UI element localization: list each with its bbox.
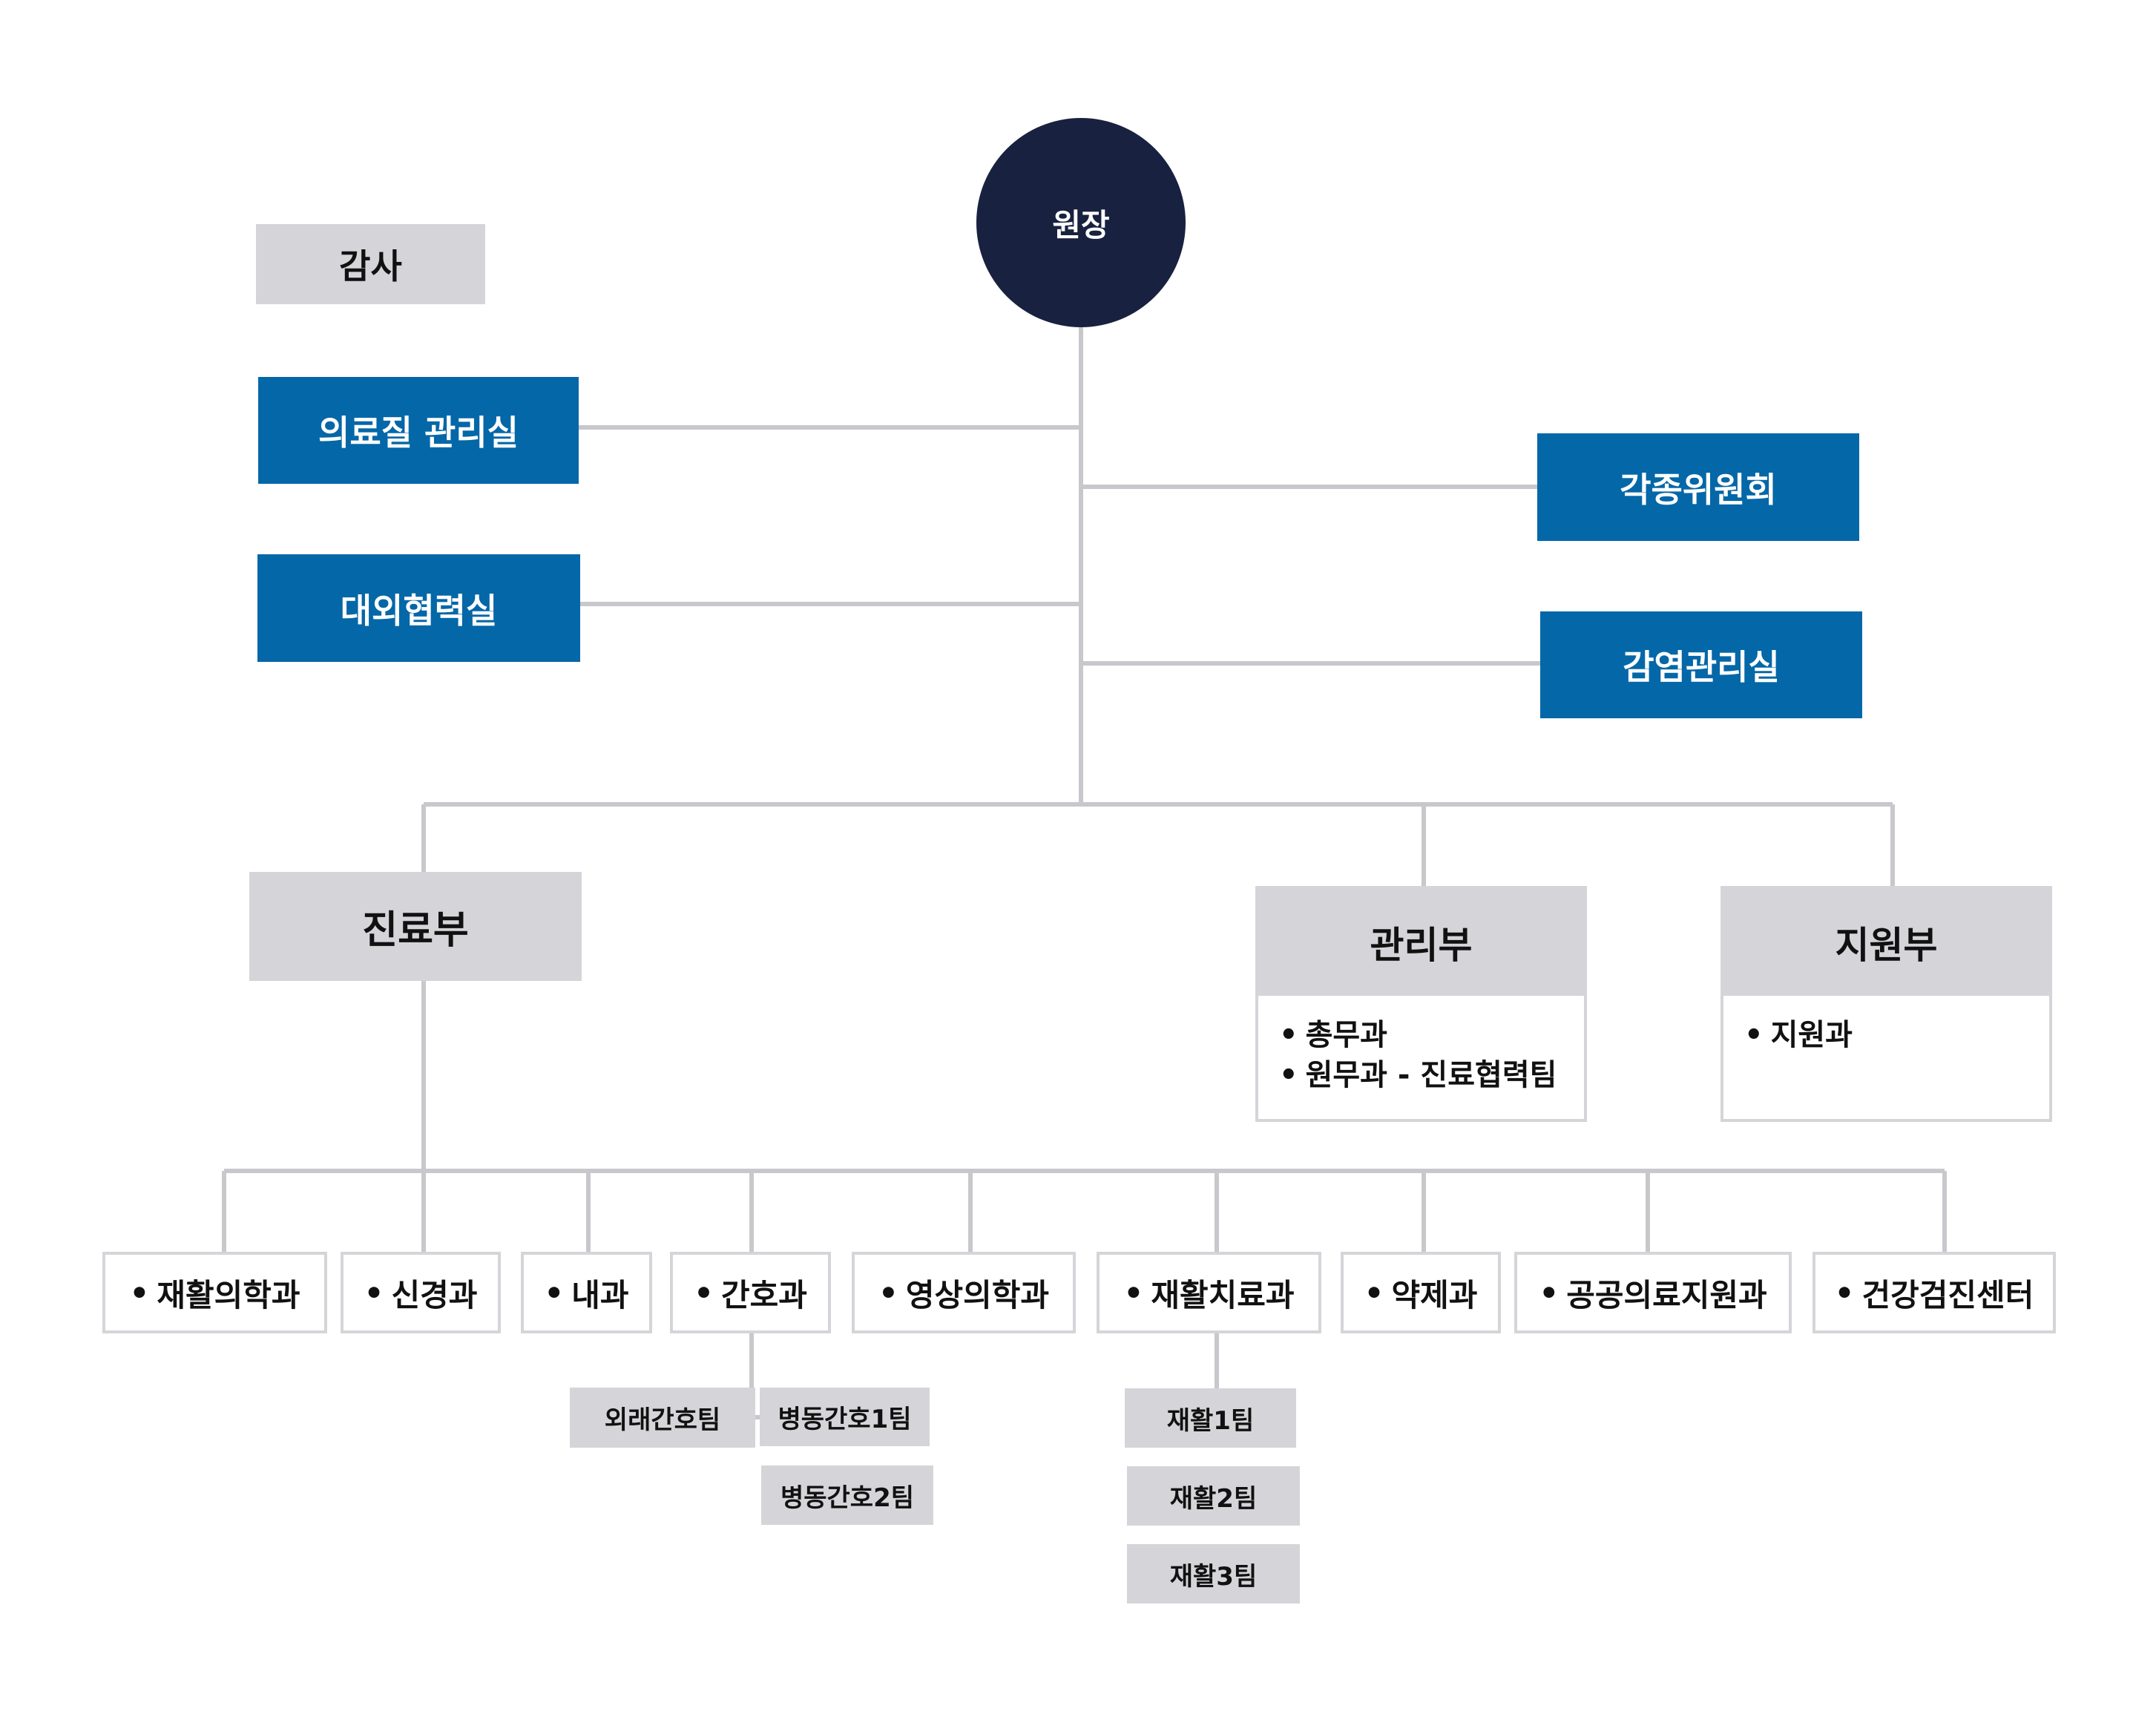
audit-box: 감사 <box>256 224 485 304</box>
medical-dept-title: 진료부 <box>362 908 469 953</box>
unit-health-screening: •건강검진센터 <box>1812 1252 2056 1333</box>
list-item: •지원과 <box>1744 1018 1853 1052</box>
unit-public-health: •공공의료지원과 <box>1514 1252 1792 1333</box>
unit-internal-medicine: •내과 <box>521 1252 652 1333</box>
unit-neurology: •신경과 <box>341 1252 501 1333</box>
team-rehab-2: 재활2팀 <box>1127 1466 1300 1526</box>
list-item: •원무과 - 진료협력팀 <box>1279 1058 1557 1092</box>
external-affairs-box: 대외협력실 <box>257 554 580 662</box>
team-ward-nursing-2: 병동간호2팀 <box>761 1465 933 1525</box>
admin-dept-list: •총무과 •원무과 - 진료협력팀 <box>1258 996 1584 1095</box>
director-node: 원장 <box>976 118 1186 327</box>
list-item: •총무과 <box>1279 1018 1387 1052</box>
unit-rehab-medicine: •재활의학과 <box>102 1252 327 1333</box>
unit-pharmacy: •약제과 <box>1341 1252 1501 1333</box>
support-dept-title: 지원부 <box>1723 889 2049 996</box>
admin-dept-box: 관리부 •총무과 •원무과 - 진료협력팀 <box>1255 886 1587 1122</box>
quality-office-box: 의료질 관리실 <box>258 377 579 484</box>
unit-rehab-therapy: •재활치료과 <box>1097 1252 1321 1333</box>
admin-dept-title: 관리부 <box>1258 889 1584 996</box>
support-dept-list: •지원과 <box>1723 996 2049 1055</box>
unit-radiology: •영상의학과 <box>852 1252 1076 1333</box>
support-dept-box: 지원부 •지원과 <box>1720 886 2052 1122</box>
team-rehab-3: 재활3팀 <box>1127 1544 1300 1604</box>
infection-control-box: 감염관리실 <box>1540 611 1862 718</box>
medical-dept-box: 진료부 <box>249 872 582 981</box>
team-rehab-1: 재활1팀 <box>1125 1388 1296 1448</box>
unit-nursing: •간호과 <box>670 1252 831 1333</box>
committees-box: 각종위원회 <box>1537 433 1859 541</box>
team-ward-nursing-1: 병동간호1팀 <box>760 1388 930 1446</box>
team-outpatient-nursing: 외래간호팀 <box>570 1388 755 1448</box>
